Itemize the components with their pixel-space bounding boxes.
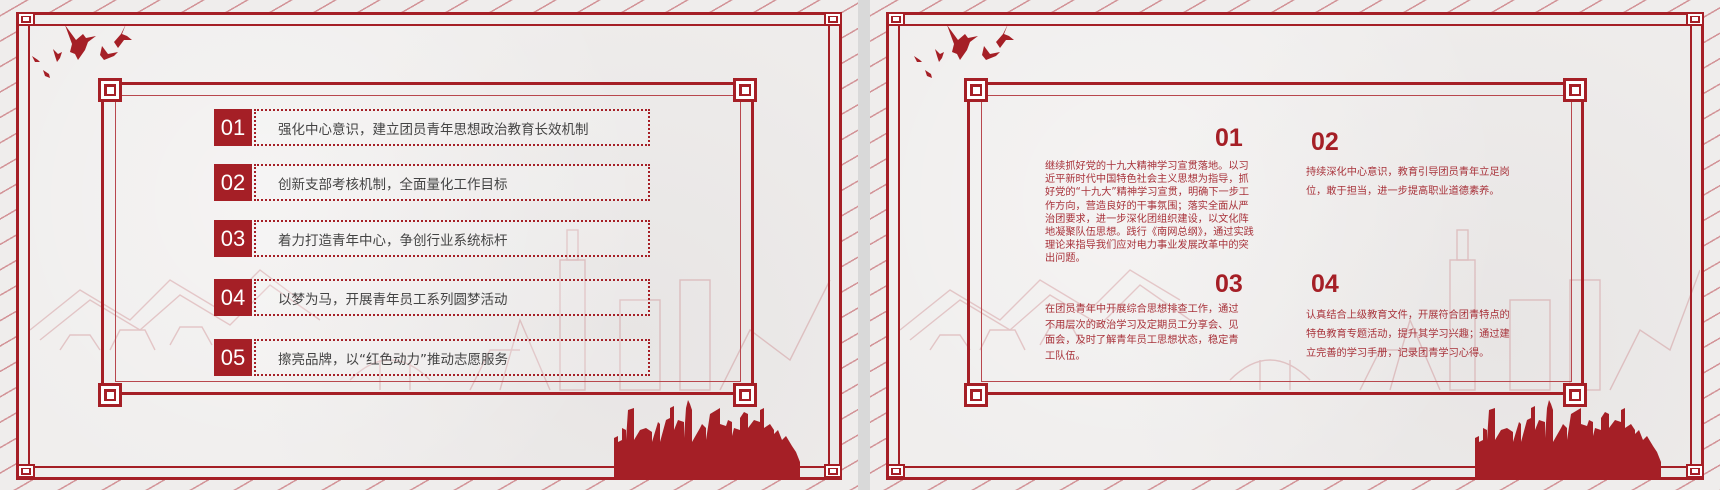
item-number-badge: 01 [214,109,252,146]
list-item[interactable]: 04 以梦为马，开展青年员工系列圆梦活动 [214,279,650,316]
corner-square-icon [964,78,988,102]
item-text: 着力打造青年中心，争创行业系统标杆 [254,220,650,257]
inner-frame-thin-line [981,95,1572,382]
block-text: 持续深化中心意识，教育引导团员青年立足岗位，敢于担当，进一步提高职业道德素养。 [1306,167,1510,197]
slide-1[interactable]: 01 强化中心意识，建立团员青年思想政治教育长效机制 02 创新支部考核机制，全… [0,0,858,490]
paper-background [16,12,842,480]
item-text: 擦亮品牌，以“红色动力”推动志愿服务 [254,339,650,376]
corner-square-icon [1563,383,1587,407]
doves-icon [32,24,132,78]
city-skyline-icon [614,400,800,478]
city-skyline-icon [1475,400,1661,478]
list-item[interactable]: 05 擦亮品牌，以“红色动力”推动志愿服务 [214,339,650,376]
corner-square-icon [733,383,757,407]
doves-icon [914,24,1014,78]
item-number-badge: 04 [214,279,252,316]
corner-square-icon [887,464,905,478]
inner-frame [967,82,1584,395]
corner-square-icon [733,78,757,102]
outer-frame [886,12,1704,480]
architecture-sketch-icon [899,229,1700,391]
block-text: 继续抓好党的十九大精神学习宣贯落地。以习近平新时代中国特色社会主义思想为指导，抓… [1045,161,1254,265]
list-item[interactable]: 01 强化中心意识，建立团员青年思想政治教育长效机制 [214,109,650,146]
item-text: 以梦为马，开展青年员工系列圆梦活动 [254,279,650,316]
slide-2[interactable]: 01 继续抓好党的十九大精神学习宣贯落地。以习近平新时代中国特色社会主义思想为指… [870,0,1720,490]
item-number-badge: 03 [214,220,252,257]
corner-square-icon [1686,464,1704,478]
corner-square-icon [887,12,905,26]
list-item[interactable]: 02 创新支部考核机制，全面量化工作目标 [214,164,650,201]
outer-frame-inner-line [898,24,1692,468]
corner-square-icon [1686,12,1704,26]
outer-frame-inner-line [28,24,830,468]
block-number: 01 [1215,124,1243,152]
item-text: 创新支部考核机制，全面量化工作目标 [254,164,650,201]
outer-frame [16,12,842,480]
item-number-badge: 02 [214,164,252,201]
inner-frame [101,82,754,395]
corner-square-icon [17,464,35,478]
block-number: 04 [1311,270,1339,298]
item-number-badge: 05 [214,339,252,376]
corner-square-icon [824,12,842,26]
architecture-sketch-icon [29,229,831,391]
corner-square-icon [964,383,988,407]
block-number: 02 [1311,128,1339,156]
block-number: 03 [1215,270,1243,298]
corner-square-icon [1563,78,1587,102]
corner-square-icon [824,464,842,478]
item-text: 强化中心意识，建立团员青年思想政治教育长效机制 [254,109,650,146]
block-text: 在团员青年中开展综合思想排查工作，通过不用层次的政治学习及定期员工分享会、见面会… [1045,304,1239,362]
inner-frame-thin-line [115,95,741,382]
corner-square-icon [17,12,35,26]
block-text: 认真结合上级教育文件，开展符合团青特点的特色教育专题活动，提升其学习兴趣；通过建… [1306,310,1510,359]
corner-square-icon [98,383,122,407]
corner-square-icon [98,78,122,102]
list-item[interactable]: 03 着力打造青年中心，争创行业系统标杆 [214,220,650,257]
